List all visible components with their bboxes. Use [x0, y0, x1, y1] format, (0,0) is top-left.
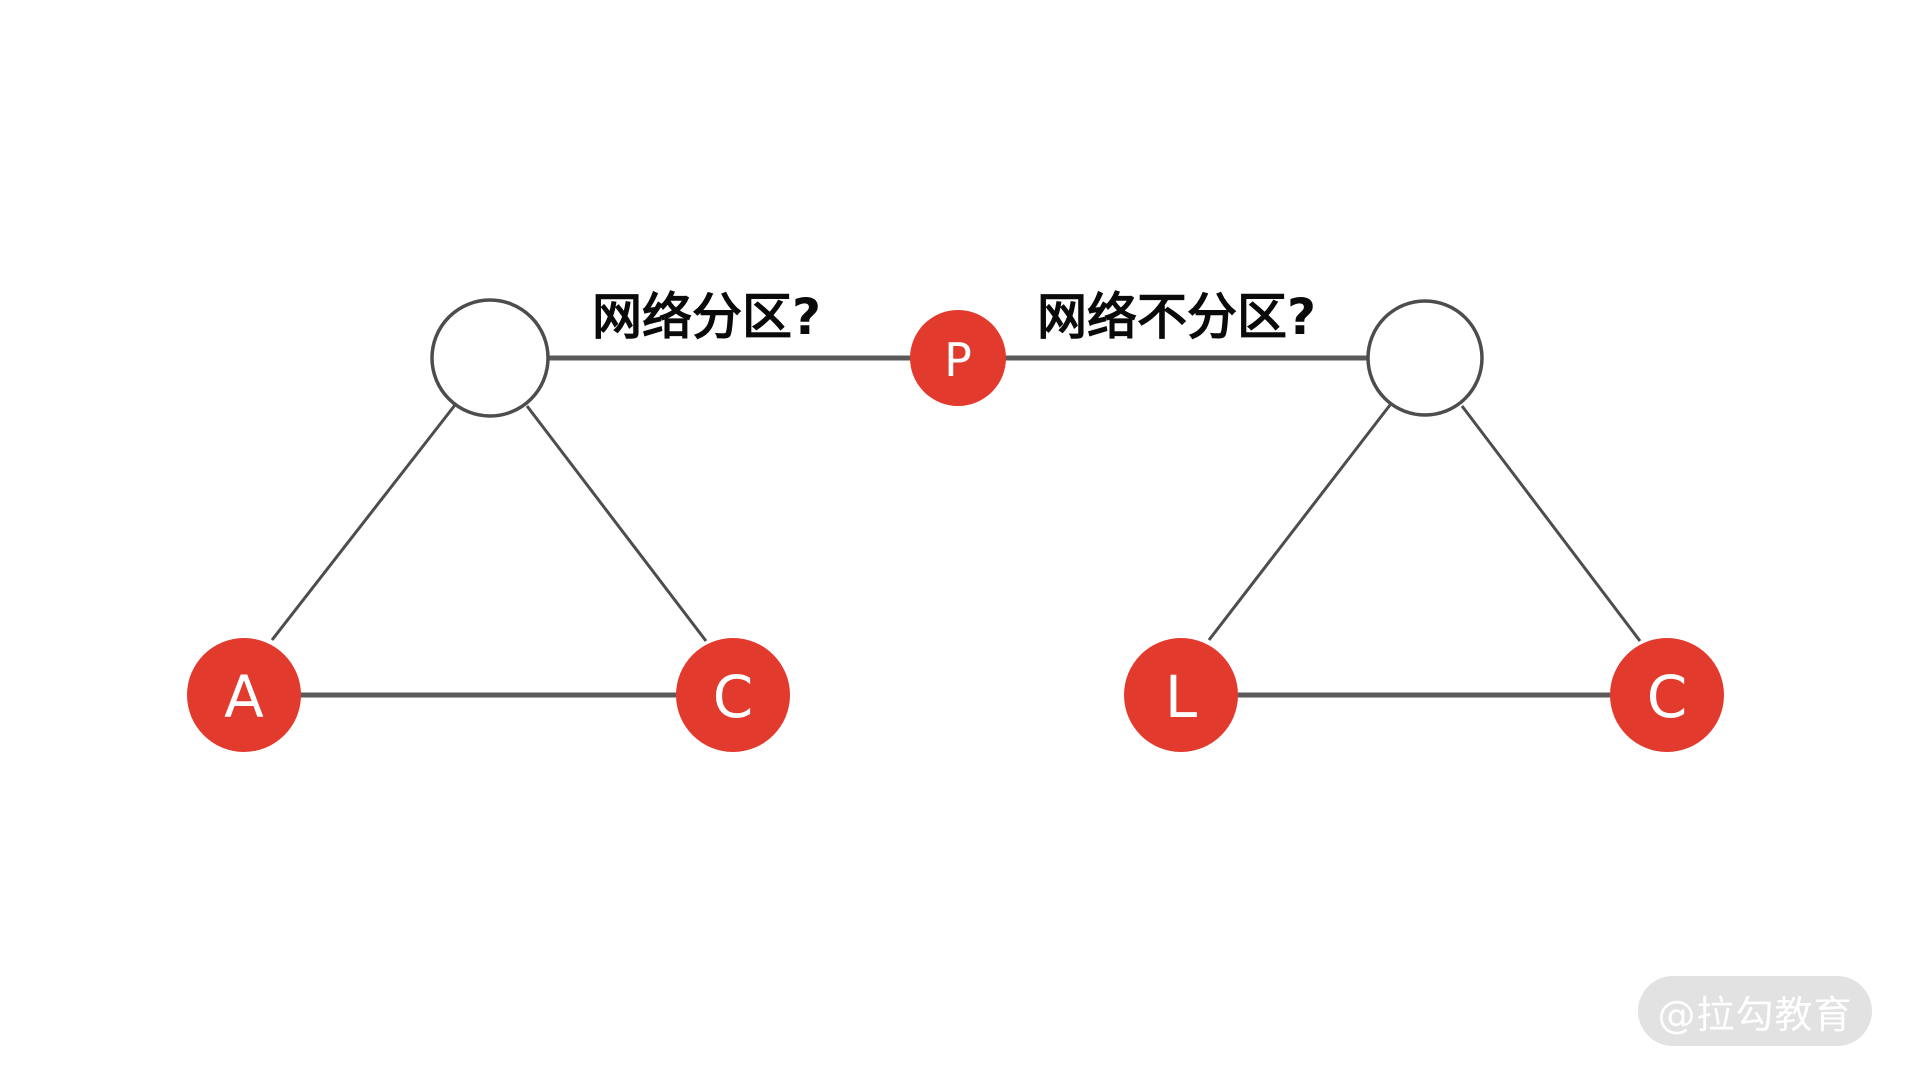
node-right-top[interactable]: [1366, 299, 1484, 417]
node-l-circle[interactable]: [1124, 638, 1238, 752]
edge-righttop-to-l: [1207, 404, 1392, 641]
edge-righttop-to-c: [1460, 405, 1642, 642]
node-l[interactable]: L: [1124, 638, 1238, 752]
node-l-label: L: [1165, 663, 1197, 731]
edge-lefttop-to-a: [270, 404, 457, 641]
node-a-label: A: [224, 663, 264, 731]
node-group: P A C L C: [187, 298, 1724, 752]
edge-lefttop-to-c: [525, 405, 708, 642]
node-a[interactable]: A: [187, 638, 301, 752]
node-right-c-label: C: [1647, 663, 1688, 731]
node-left-top-circle[interactable]: [430, 298, 550, 418]
node-left-top[interactable]: [430, 298, 550, 418]
node-right-top-circle[interactable]: [1366, 299, 1484, 417]
edge-group: [270, 355, 1642, 698]
node-left-c-circle[interactable]: [676, 638, 790, 752]
node-p[interactable]: P: [910, 310, 1006, 406]
edge-label-network-partition: 网络分区?: [592, 288, 822, 346]
watermark-text: @拉勾教育: [1657, 992, 1853, 1037]
node-a-circle[interactable]: [187, 638, 301, 752]
node-left-c[interactable]: C: [676, 638, 790, 752]
node-right-c-circle[interactable]: [1610, 638, 1724, 752]
edge-label-network-no-partition: 网络不分区?: [1037, 288, 1317, 346]
node-p-circle[interactable]: [910, 310, 1006, 406]
node-p-label: P: [944, 333, 972, 387]
node-left-c-label: C: [713, 663, 754, 731]
node-right-c[interactable]: C: [1610, 638, 1724, 752]
watermark-badge: @拉勾教育: [1638, 976, 1872, 1046]
